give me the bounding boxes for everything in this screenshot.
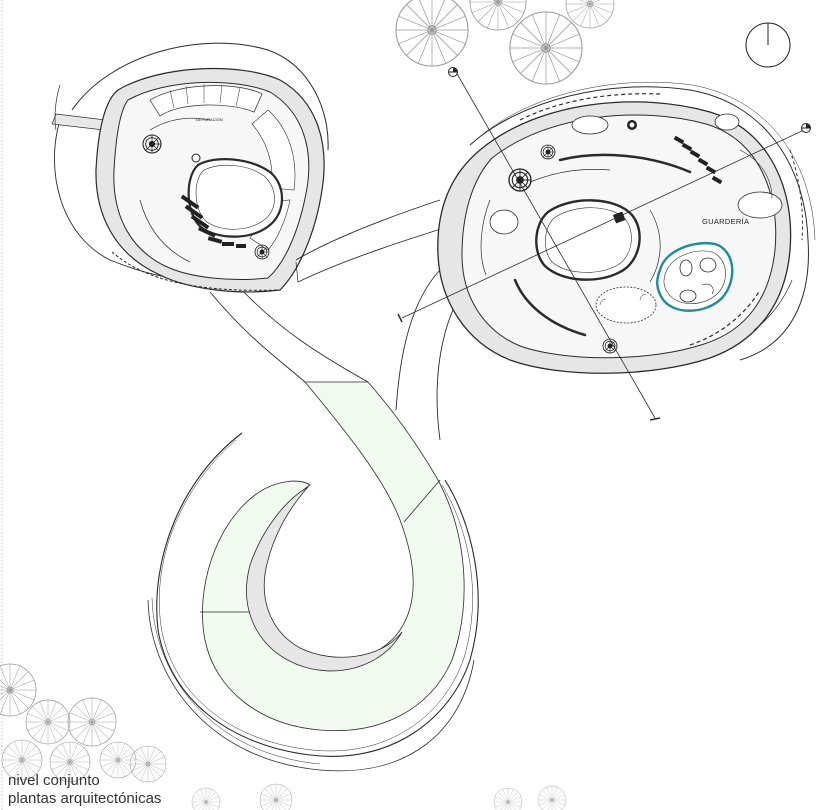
tree-symbol-icon bbox=[395, 0, 469, 67]
tree-symbol-icon bbox=[129, 745, 167, 783]
spiral-stair-icon bbox=[143, 135, 161, 153]
room-label-depuracion: DEPURACIÓN bbox=[196, 117, 223, 122]
tree-symbol-icon bbox=[537, 785, 567, 810]
curl-structure bbox=[147, 269, 479, 772]
left-building bbox=[51, 42, 445, 293]
tree-symbol-icon bbox=[259, 783, 293, 810]
tree-symbol-icon bbox=[493, 787, 523, 810]
sheet-title-line-1: nivel conjunto bbox=[8, 772, 100, 789]
tree-symbol-icon bbox=[509, 11, 583, 85]
spiral-stair-icon bbox=[541, 145, 555, 159]
north-arrow-icon bbox=[745, 22, 791, 68]
section-marker-icon bbox=[448, 67, 458, 77]
section-marker-icon bbox=[801, 123, 811, 133]
section-lines bbox=[397, 67, 811, 421]
right-building bbox=[437, 81, 816, 374]
tree-symbol-icon bbox=[67, 697, 117, 747]
room-label-guarderia: GUARDERÍA bbox=[702, 217, 750, 226]
guarderia-room bbox=[656, 241, 734, 312]
tree-symbol-icon bbox=[25, 699, 71, 745]
spiral-stair-icon bbox=[509, 169, 531, 191]
sheet-title-line-2: plantas arquitectónicas bbox=[8, 790, 162, 807]
spiral-stair-icon bbox=[603, 339, 617, 353]
spiral-stair-icon bbox=[255, 245, 269, 259]
tree-symbol-icon bbox=[191, 787, 221, 810]
